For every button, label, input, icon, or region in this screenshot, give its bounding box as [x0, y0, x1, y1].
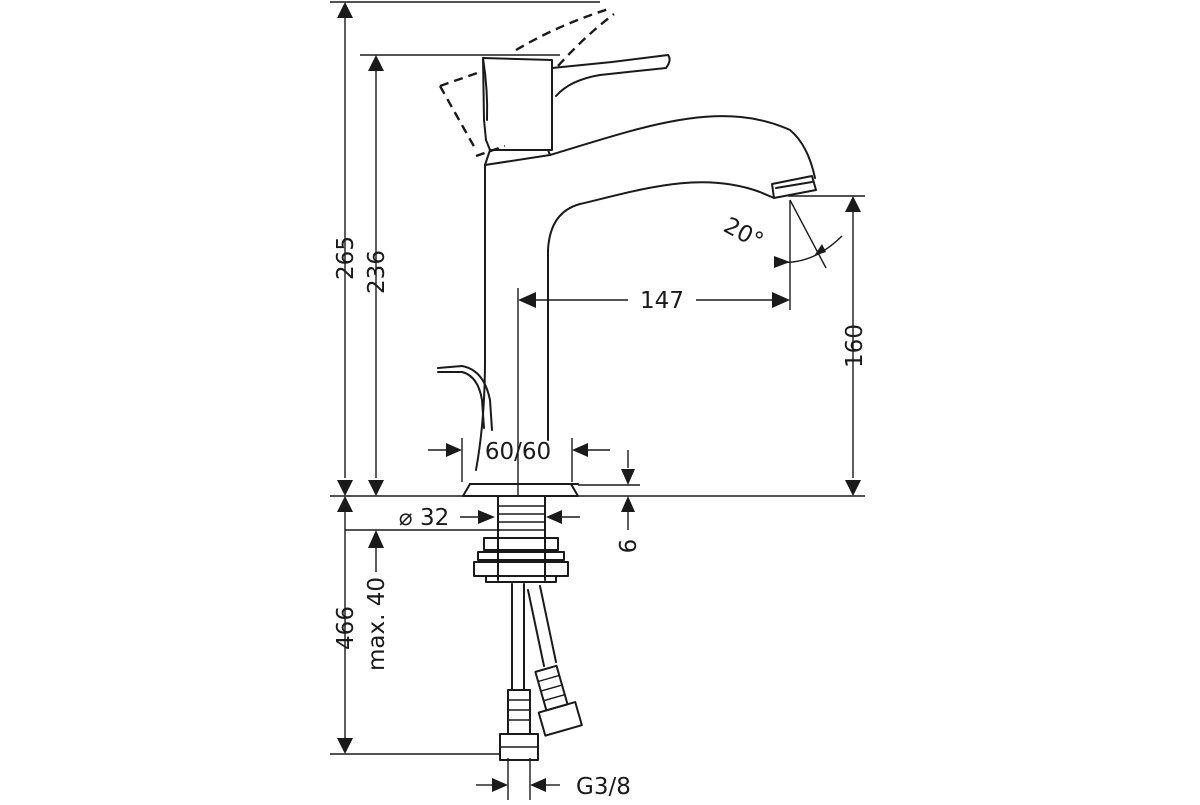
dimension-g38: [476, 778, 560, 792]
dim-label-base: 60/60: [485, 439, 551, 465]
dim-label-max40: max. 40: [364, 577, 390, 671]
dimension-20deg: [774, 235, 843, 268]
lever-handle: [482, 54, 671, 151]
supply-hoses: [499, 583, 583, 761]
dimension-d32: [460, 510, 580, 524]
drain-rod: [437, 365, 493, 431]
handle-swing-dashed: [438, 6, 615, 158]
dim-label-6: 6: [616, 539, 642, 554]
dimension-max40: [368, 530, 384, 572]
dimension-160: [845, 196, 861, 496]
dim-label-147: 147: [640, 288, 684, 314]
dimension-265: [337, 2, 353, 496]
dimension-6: [621, 450, 635, 530]
dim-label-265: 265: [333, 236, 359, 280]
dimension-147: [518, 292, 790, 308]
dim-label-236: 236: [364, 250, 390, 294]
dim-label-g38: G3/8: [576, 774, 631, 800]
dim-label-160: 160: [842, 324, 868, 368]
mounting-nut: [473, 537, 569, 583]
dimension-236: [368, 55, 384, 496]
dim-label-angle: 20°: [719, 213, 767, 255]
dim-label-diameter: ⌀ 32: [399, 505, 449, 531]
extension-lines: [330, 1, 865, 800]
dimension-466: [337, 496, 353, 754]
dim-label-466: 466: [333, 606, 359, 650]
dimension-60-60: [428, 443, 610, 457]
